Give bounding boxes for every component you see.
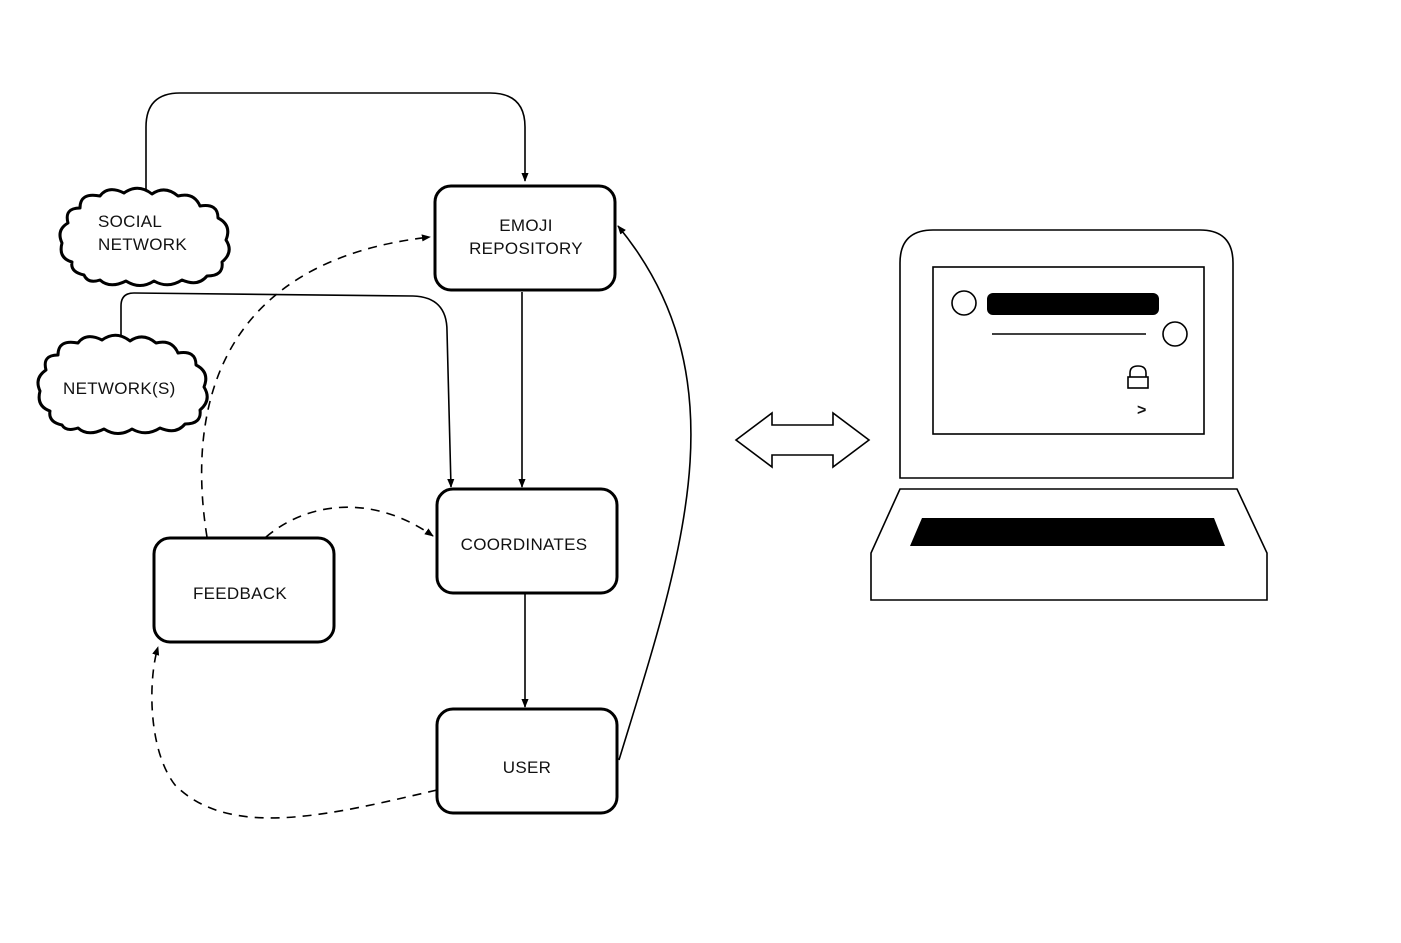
double-arrow-icon bbox=[734, 411, 871, 469]
coordinates-node: COORDINATES bbox=[435, 487, 619, 595]
avatar-circle-icon bbox=[951, 290, 977, 316]
coordinates-label: COORDINATES bbox=[461, 535, 588, 554]
social-network-label-2: NETWORK bbox=[98, 235, 187, 254]
user-node: USER bbox=[435, 707, 619, 815]
emoji-repository-label-1: EMOJI bbox=[499, 216, 552, 235]
user-label: USER bbox=[503, 758, 551, 777]
networks-cloud: NETWORK(S) bbox=[36, 333, 209, 435]
screen-title-bar bbox=[987, 293, 1159, 315]
laptop-keyboard bbox=[910, 518, 1225, 546]
edge-feedback-to-emoji bbox=[200, 234, 431, 538]
social-network-cloud: SOCIAL NETWORK bbox=[58, 186, 231, 287]
laptop-screen bbox=[932, 266, 1205, 435]
edge-feedback-to-coordinates bbox=[265, 506, 434, 538]
edge-networks-to-coordinates bbox=[120, 292, 455, 488]
feedback-node: FEEDBACK bbox=[152, 536, 336, 644]
secondary-circle-icon bbox=[1162, 321, 1188, 347]
edge-social-to-emoji bbox=[145, 92, 529, 192]
social-network-label-1: SOCIAL bbox=[98, 212, 162, 231]
laptop-illustration: > bbox=[870, 229, 1268, 601]
networks-label: NETWORK(S) bbox=[63, 379, 176, 398]
emoji-repository-node: EMOJI REPOSITORY bbox=[433, 184, 617, 292]
emoji-repository-label-2: REPOSITORY bbox=[469, 239, 583, 258]
feedback-label: FEEDBACK bbox=[193, 584, 287, 603]
edge-user-to-emoji bbox=[617, 225, 692, 761]
lock-icon bbox=[1127, 365, 1149, 389]
edge-user-to-feedback bbox=[151, 646, 438, 819]
prompt-chevron-icon: > bbox=[1137, 402, 1147, 419]
